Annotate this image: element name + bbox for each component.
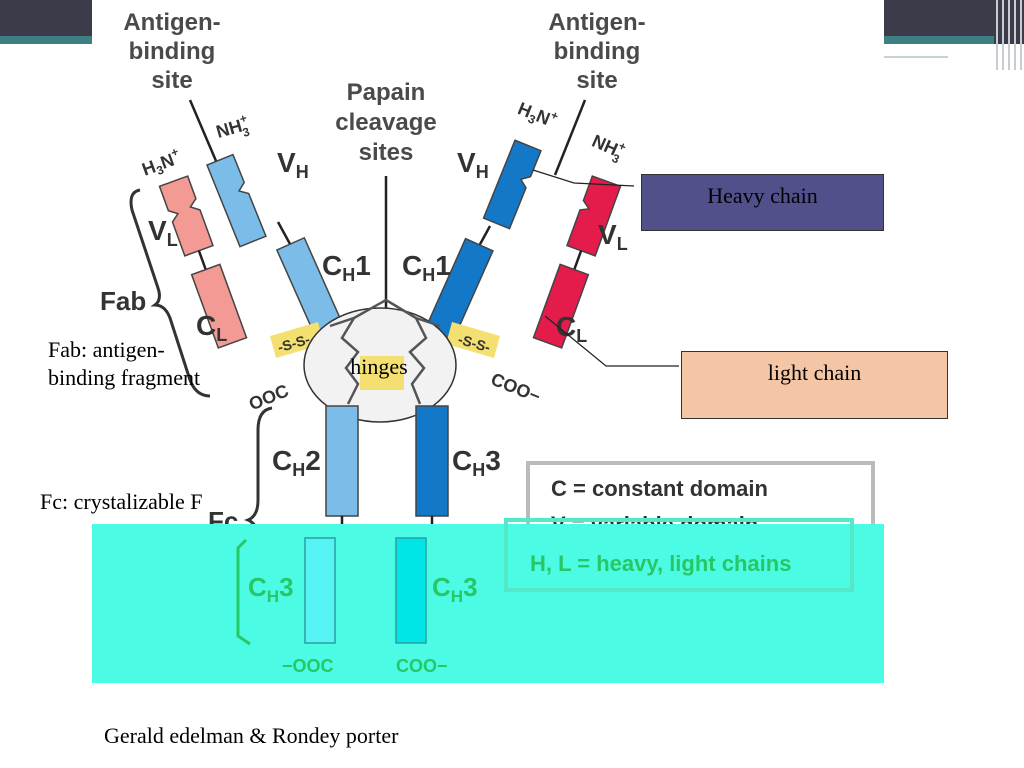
accent-stripe-right	[884, 36, 994, 44]
legend-box-overlaid	[504, 518, 854, 592]
domain-labels: VH VL CH1 CL VH VL CH1 CL CH2 CH3	[148, 147, 628, 480]
left-cl-domain	[190, 263, 248, 349]
fab-definition: Fab: antigen- binding fragment	[48, 336, 200, 392]
ch2-label: CH2	[272, 445, 321, 480]
legend-constant: C = constant domain	[551, 476, 768, 501]
papain-cleavage-label: Papain cleavage sites	[335, 79, 436, 166]
light-chain-connector	[544, 315, 679, 367]
bottom-coo-label: COO−	[396, 656, 448, 676]
antigen-binding-site-right-label: Antigen- binding site	[548, 9, 645, 94]
cyan-overlay	[92, 524, 884, 683]
fab-definition-line2: binding fragment	[48, 365, 201, 390]
left-ch2-domain	[325, 405, 359, 517]
right-ch3-domain	[395, 537, 427, 644]
hinge-top-link	[353, 298, 417, 320]
left-light-chain	[158, 175, 248, 349]
accent-stripe-left	[0, 36, 92, 44]
antigen-left-line2: binding	[129, 38, 216, 65]
fab-label: Fab	[100, 286, 146, 316]
right-cl-domain	[532, 263, 590, 349]
bottom-ooc-label: −OOC	[282, 656, 334, 676]
fab-bracket	[129, 188, 211, 398]
left-vl-label: VL	[148, 215, 178, 250]
fc-bracket-lower	[236, 538, 251, 646]
left-heavy-chain-upper	[206, 153, 267, 248]
antigen-right-line2: binding	[554, 38, 641, 65]
papain-line2: cleavage	[335, 109, 436, 136]
left-ch3-label: CH3	[248, 572, 294, 606]
antigen-right-line3: site	[576, 67, 617, 94]
right-ch2-domain	[415, 405, 449, 517]
light-chain-text: light chain	[767, 360, 862, 385]
ch3-label-upper: CH3	[452, 445, 501, 480]
left-disulfide-bridge	[270, 322, 324, 358]
papain-line3: sites	[359, 139, 414, 166]
right-light-chain	[532, 175, 622, 349]
left-vl-domain	[158, 175, 214, 257]
bottom-terminal-labels: −OOC COO−	[282, 656, 448, 676]
heavy-chain-connector	[532, 169, 635, 187]
right-disulfide-bridge	[446, 322, 500, 358]
fab-definition-line1: Fab: antigen-	[48, 337, 165, 362]
hinges-label: hinges	[350, 354, 407, 379]
legend-heavy-light: H, L = heavy, light chains	[530, 551, 791, 576]
right-ch3-label: CH3	[432, 572, 478, 606]
right-cl-label: CL	[556, 311, 587, 346]
right-heavy-chain-upper	[482, 139, 542, 230]
right-vh-domain	[482, 139, 542, 230]
left-h3n-label: H3N+	[138, 144, 184, 182]
heavy-chain-text: Heavy chain	[707, 183, 818, 208]
left-ch1-label: CH1	[322, 250, 371, 285]
decorative-vertical-lines	[994, 0, 1024, 70]
heavy-chain-callout: Heavy chain	[641, 174, 884, 231]
right-vl-domain	[566, 175, 622, 257]
accent-thin-line	[884, 56, 948, 58]
antigen-right-line1: Antigen-	[548, 9, 645, 36]
light-chain-callout: light chain	[681, 351, 948, 419]
papain-line1: Papain	[347, 79, 426, 106]
hinge-disulfide-bridges	[360, 356, 404, 390]
right-vl-label: VL	[598, 219, 628, 254]
right-vh-label: VH	[457, 147, 489, 182]
antigen-right-pointer	[553, 99, 587, 176]
left-vh-label: VH	[277, 147, 309, 182]
left-cl-label: CL	[196, 310, 227, 345]
antigen-left-line3: site	[151, 67, 192, 94]
left-vh-domain	[206, 153, 267, 248]
fc-definition: Fc: crystalizable F	[40, 489, 203, 514]
antigen-binding-site-left-label: Antigen- binding site	[123, 9, 220, 94]
right-ch1-label: CH1	[402, 250, 451, 285]
antigen-left-line1: Antigen-	[123, 9, 220, 36]
left-ch3-domain	[304, 537, 336, 644]
credit-text: Gerald edelman & Rondey porter	[104, 723, 399, 748]
ch3-labels-lower: CH3 CH3	[248, 572, 478, 606]
